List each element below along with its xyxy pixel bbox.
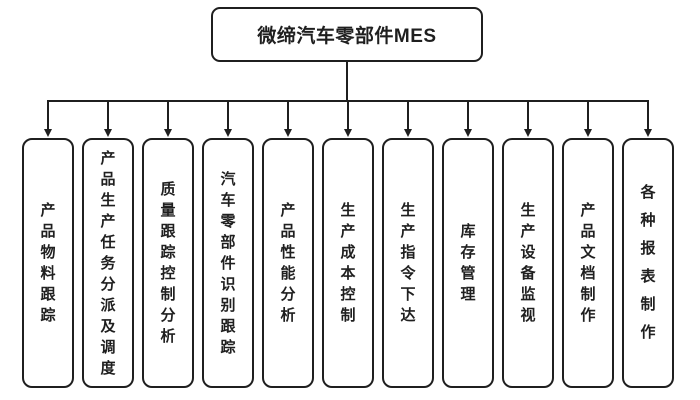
arrow-down-icon: [643, 129, 652, 137]
connector-drop-line: [647, 101, 649, 129]
arrow-down-icon: [463, 129, 472, 137]
root-node-label: 微缔汽车零部件MES: [257, 26, 437, 47]
arrow-down-icon: [163, 129, 172, 137]
connector-drop-line: [527, 101, 529, 129]
module-label: 生产指令下达: [400, 202, 416, 324]
arrow-down-icon: [403, 129, 412, 137]
arrow-down-icon: [283, 129, 292, 137]
module-label: 产品文档制作: [580, 202, 596, 324]
module-label: 产品生产任务分派及调度: [100, 149, 116, 377]
connector-drop-line: [47, 101, 49, 129]
module-box: 各种报表制作: [622, 138, 674, 388]
connector-drop-line: [287, 101, 289, 129]
arrow-down-icon: [43, 129, 52, 137]
module-box: 生产指令下达: [382, 138, 434, 388]
arrow-down-icon: [223, 129, 232, 137]
module-box: 产品性能分析: [262, 138, 314, 388]
arrow-down-icon: [583, 129, 592, 137]
connector-trunk-line: [346, 60, 348, 102]
connector-drop-line: [467, 101, 469, 129]
module-box: 汽车零部件识别跟踪: [202, 138, 254, 388]
module-label: 生产成本控制: [340, 202, 356, 324]
module-label: 各种报表制作: [640, 184, 656, 341]
arrow-down-icon: [103, 129, 112, 137]
module-label: 生产设备监视: [520, 202, 536, 324]
connector-drop-line: [407, 101, 409, 129]
connector-drop-line: [587, 101, 589, 129]
connector-drop-line: [227, 101, 229, 129]
module-label: 库存管理: [460, 223, 476, 303]
module-box: 产品生产任务分派及调度: [82, 138, 134, 388]
module-box: 产品文档制作: [562, 138, 614, 388]
arrow-down-icon: [343, 129, 352, 137]
module-label: 产品性能分析: [280, 202, 296, 324]
module-box: 库存管理: [442, 138, 494, 388]
module-box: 生产成本控制: [322, 138, 374, 388]
arrow-down-icon: [523, 129, 532, 137]
connector-drop-line: [167, 101, 169, 129]
connector-drop-line: [347, 101, 349, 129]
module-label: 质量跟踪控制分析: [160, 181, 176, 345]
module-label: 汽车零部件识别跟踪: [220, 170, 236, 356]
connector-drop-line: [107, 101, 109, 129]
module-label: 产品物料跟踪: [40, 202, 56, 324]
root-node: 微缔汽车零部件MES: [211, 7, 483, 62]
module-box: 生产设备监视: [502, 138, 554, 388]
module-box: 质量跟踪控制分析: [142, 138, 194, 388]
module-box: 产品物料跟踪: [22, 138, 74, 388]
